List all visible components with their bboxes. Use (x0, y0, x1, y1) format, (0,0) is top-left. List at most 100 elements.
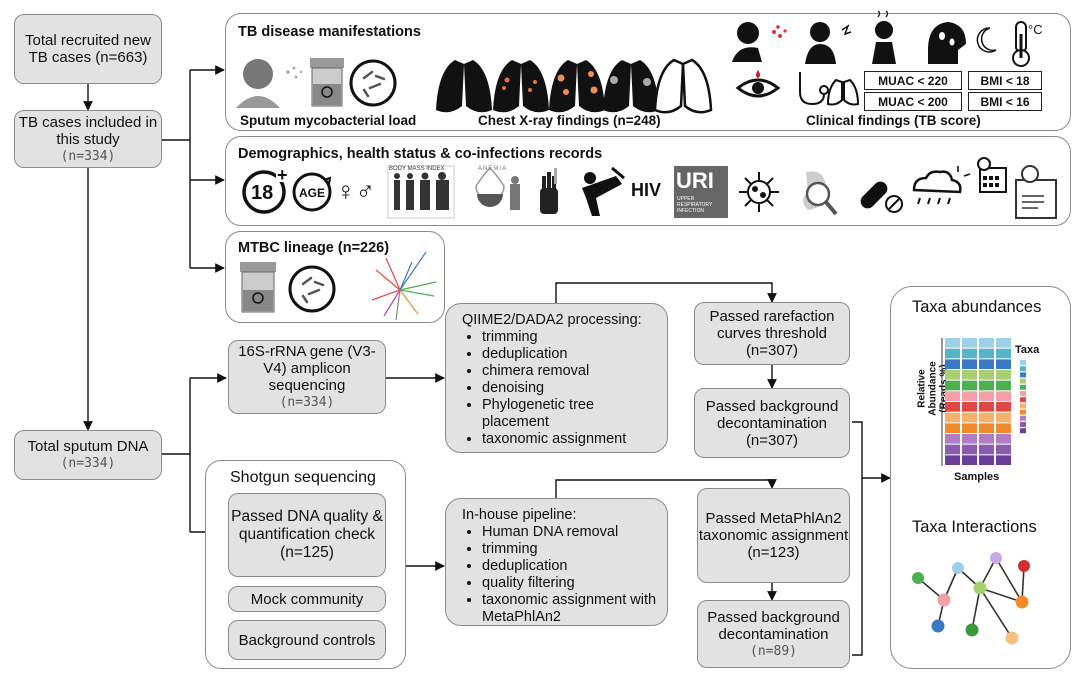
chest-pain-person-icon (805, 22, 852, 64)
abundance-segment (945, 380, 960, 391)
calendar-clock-icon (977, 157, 1007, 193)
rarefaction-box: Passed rarefaction curves threshold (n=3… (694, 302, 850, 365)
abundance-segment (962, 444, 977, 455)
abundance-segment (962, 423, 977, 433)
lungs-icon (436, 60, 492, 113)
taxa-node (990, 552, 1002, 564)
qiime-step: chimera removal (482, 363, 657, 380)
abundance-segment (945, 338, 960, 348)
amplicon-decontamination-box: Passed background decontamination (n=307… (694, 388, 850, 458)
taxa-node (973, 581, 987, 595)
abundance-segment (996, 423, 1011, 433)
taxa-legend-title: Taxa (1015, 344, 1040, 356)
amplicon-sequencing-count: (n=334) (279, 395, 335, 410)
smoking-hand-icon (540, 168, 558, 214)
muac-220-threshold: MUAC < 220 (864, 71, 962, 90)
abundance-segment (945, 423, 960, 433)
shotgun-decontamination-count: (n=89) (750, 643, 797, 659)
shotgun-sequencing-title: Shotgun sequencing (230, 469, 376, 486)
legend-swatch (1020, 384, 1026, 390)
muac-200-threshold: MUAC < 200 (864, 92, 962, 111)
abundance-segment (945, 348, 960, 359)
abundance-segment (979, 391, 994, 401)
stethoscope-lungs-icon (799, 72, 860, 106)
included-label: TB cases included in this study (18, 113, 158, 148)
legend-swatch (1020, 415, 1026, 421)
abundance-segment (979, 412, 994, 423)
abundance-segment (979, 380, 994, 391)
mock-community-label: Mock community (250, 590, 364, 608)
legend-swatch (1020, 428, 1026, 434)
legend-swatch (1020, 422, 1026, 427)
demographics-title: Demographics, health status & co-infecti… (238, 146, 603, 162)
thermometer-icon (1012, 21, 1030, 67)
abundance-segment (996, 370, 1011, 380)
pill-no-icon (860, 181, 903, 213)
abundance-segment (962, 434, 977, 444)
phylogenetic-tree-icon (371, 251, 437, 321)
pipeline-step: Human DNA removal (482, 524, 657, 541)
microscope-circle-icon (349, 59, 397, 107)
microscope-circle-icon (288, 265, 336, 313)
amplicon-sequencing-box: 16S-rRNA gene (V3-V4) amplicon sequencin… (228, 340, 386, 414)
qiime-step: deduplication (482, 346, 657, 363)
abundance-segment (945, 412, 960, 423)
abundance-segment (996, 434, 1011, 444)
abundance-segment (979, 338, 994, 348)
taxa-abundances-title: Taxa abundances (912, 298, 1042, 316)
age-18-plus-icon (242, 168, 290, 214)
night-sweats-icon (928, 22, 997, 64)
age-plus-label: + (277, 165, 288, 185)
gender-symbols: ♀♂ (336, 176, 375, 206)
virus-icon (739, 172, 779, 212)
abundance-segment (945, 402, 960, 412)
abundance-segment (979, 348, 994, 359)
abundance-segment (979, 434, 994, 444)
abundance-segment (962, 455, 977, 465)
abundance-segment (996, 380, 1011, 391)
qiime-processing-box: QIIME2/DADA2 processing: trimming dedupl… (445, 303, 668, 453)
abundance-segment (979, 359, 994, 369)
coughing-person-icon (732, 22, 787, 62)
qiime-processing-title: QIIME2/DADA2 processing: (462, 312, 642, 328)
abundance-segment (979, 402, 994, 412)
abundance-segment (945, 391, 960, 401)
lungs-icon (603, 60, 659, 113)
dna-quality-box: Passed DNA quality & quantification chec… (228, 493, 386, 577)
taxa-node (965, 623, 979, 637)
pipeline-step: quality filtering (482, 575, 657, 592)
abundance-segment (962, 359, 977, 369)
taxa-interactions-title: Taxa Interactions (912, 518, 1037, 536)
chest-xray-caption: Chest X-ray findings (n=248) (478, 113, 661, 128)
pipeline-step: deduplication (482, 558, 657, 575)
age-icon (292, 172, 332, 212)
metaphlan-box: Passed MetaPhlAn2 taxonomic assignment (… (697, 488, 850, 583)
lungs-icon (549, 60, 605, 113)
taxa-node (937, 593, 951, 607)
abundance-segment (962, 412, 977, 423)
uri-label: URI (676, 168, 714, 193)
abundance-segment (996, 338, 1011, 348)
included-count: (n=334) (60, 148, 116, 164)
pipeline-steps-list: Human DNA removal trimming deduplication… (462, 524, 657, 626)
abundance-segment (979, 370, 994, 380)
pipeline-step: trimming (482, 541, 657, 558)
taxa-node (1005, 631, 1019, 645)
abundance-segment (996, 348, 1011, 359)
sputum-jar-icon (240, 262, 276, 313)
stomach-magnifier-icon (803, 171, 838, 216)
legend-swatch (1020, 397, 1026, 403)
sputum-dna-count: (n=334) (60, 456, 116, 471)
abundance-segment (945, 455, 960, 465)
age-text-label: AGE (299, 186, 326, 200)
background-controls-label: Background controls (238, 631, 376, 649)
taxa-node (952, 562, 964, 574)
abundance-segment (962, 338, 977, 348)
abundance-segment (945, 444, 960, 455)
rarefaction-label: Passed rarefaction curves threshold (n=3… (709, 308, 835, 359)
abundance-segment (962, 402, 977, 412)
